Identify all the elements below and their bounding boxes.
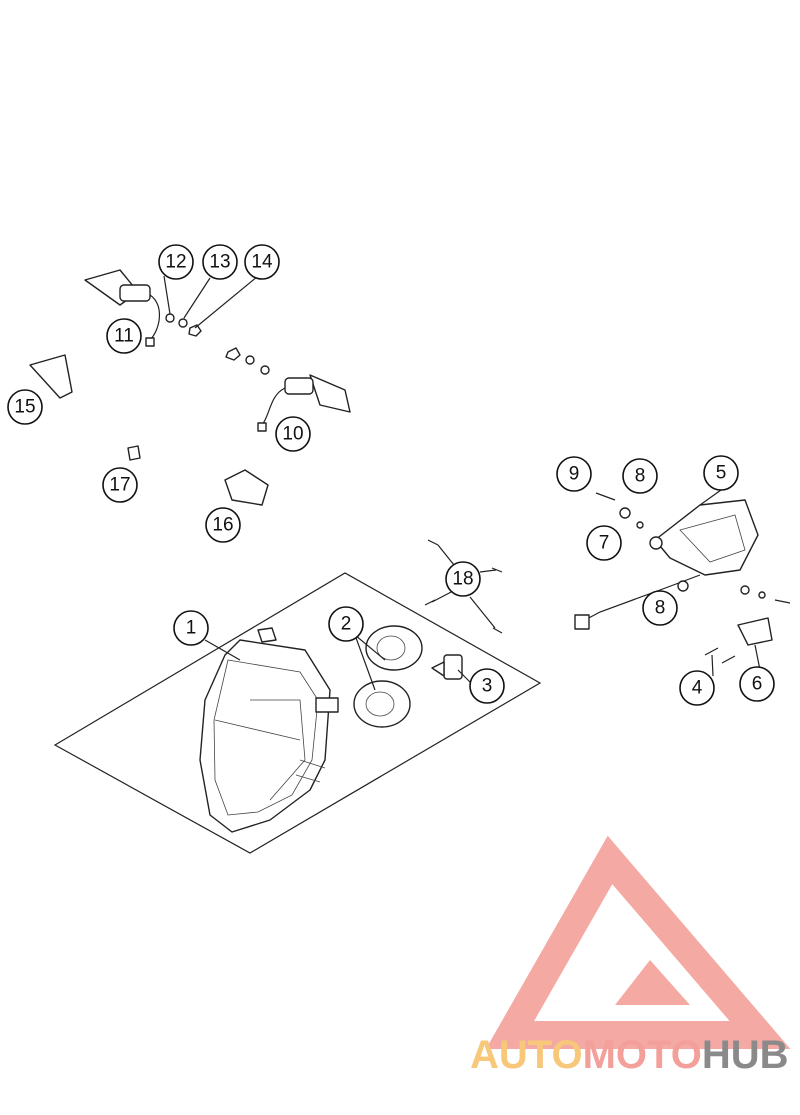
callout-10: 10 xyxy=(275,416,311,452)
callout-17-label: 17 xyxy=(109,475,130,496)
cover-15 xyxy=(29,354,73,399)
license-reflector xyxy=(737,617,773,646)
callout-10-label: 10 xyxy=(282,424,303,445)
callout-3-label: 3 xyxy=(482,676,493,697)
callout-9: 9 xyxy=(556,456,592,492)
tail-hardware xyxy=(595,492,791,604)
callout-4-label: 4 xyxy=(692,678,703,699)
screw-4b xyxy=(721,655,736,664)
callout-8b: 8 xyxy=(642,590,678,626)
callout-2-label: 2 xyxy=(341,614,352,635)
headlight-housing xyxy=(199,627,339,833)
headlight-assembly-frame xyxy=(53,572,542,854)
callout-9-label: 9 xyxy=(569,464,580,485)
callout-6: 6 xyxy=(739,666,775,702)
callout-6-label: 6 xyxy=(752,674,763,695)
callout-5: 5 xyxy=(703,455,739,491)
callout-14: 14 xyxy=(244,244,280,280)
callout-16: 16 xyxy=(205,507,241,543)
headlight-bulb xyxy=(431,654,463,680)
callout-11-label: 11 xyxy=(114,326,134,347)
watermark-text: AUTOMOTOHUB xyxy=(470,1033,789,1077)
callout-18-label: 18 xyxy=(452,569,473,590)
callout-13: 13 xyxy=(202,244,238,280)
callout-15-label: 15 xyxy=(14,397,35,418)
lamp-reflectors xyxy=(353,625,423,728)
callout-11: 11 xyxy=(106,318,142,354)
watermark-logo xyxy=(485,835,791,1049)
callout-15: 15 xyxy=(7,389,43,425)
screw-4a xyxy=(704,647,719,656)
leader-lines xyxy=(163,275,761,691)
callout-8b-label: 8 xyxy=(655,598,666,619)
callout-1-label: 1 xyxy=(186,618,197,639)
callout-5-label: 5 xyxy=(716,463,727,484)
callout-13-label: 13 xyxy=(209,252,230,273)
callout-18: 18 xyxy=(445,561,481,597)
callout-14-label: 14 xyxy=(251,252,273,273)
cover-16 xyxy=(224,469,269,506)
callout-3: 3 xyxy=(469,668,505,704)
callout-12-label: 12 xyxy=(165,252,186,273)
callout-4: 4 xyxy=(679,670,715,706)
turn-signal-left xyxy=(84,269,160,347)
callout-7-label: 7 xyxy=(599,533,610,554)
callout-12: 12 xyxy=(158,244,194,280)
callout-8a: 8 xyxy=(622,458,658,494)
watermark-moto: MOTO xyxy=(583,1033,702,1077)
callout-16-label: 16 xyxy=(212,515,233,536)
turn-signal-right xyxy=(257,374,351,432)
watermark-hub: HUB xyxy=(702,1033,789,1077)
small-hardware xyxy=(127,313,270,461)
watermark-auto: AUTO xyxy=(470,1033,583,1077)
callout-8a-label: 8 xyxy=(635,466,646,487)
callout-2: 2 xyxy=(328,606,364,642)
callout-17: 17 xyxy=(102,467,138,503)
callout-7: 7 xyxy=(586,525,622,561)
callout-1: 1 xyxy=(173,610,209,646)
